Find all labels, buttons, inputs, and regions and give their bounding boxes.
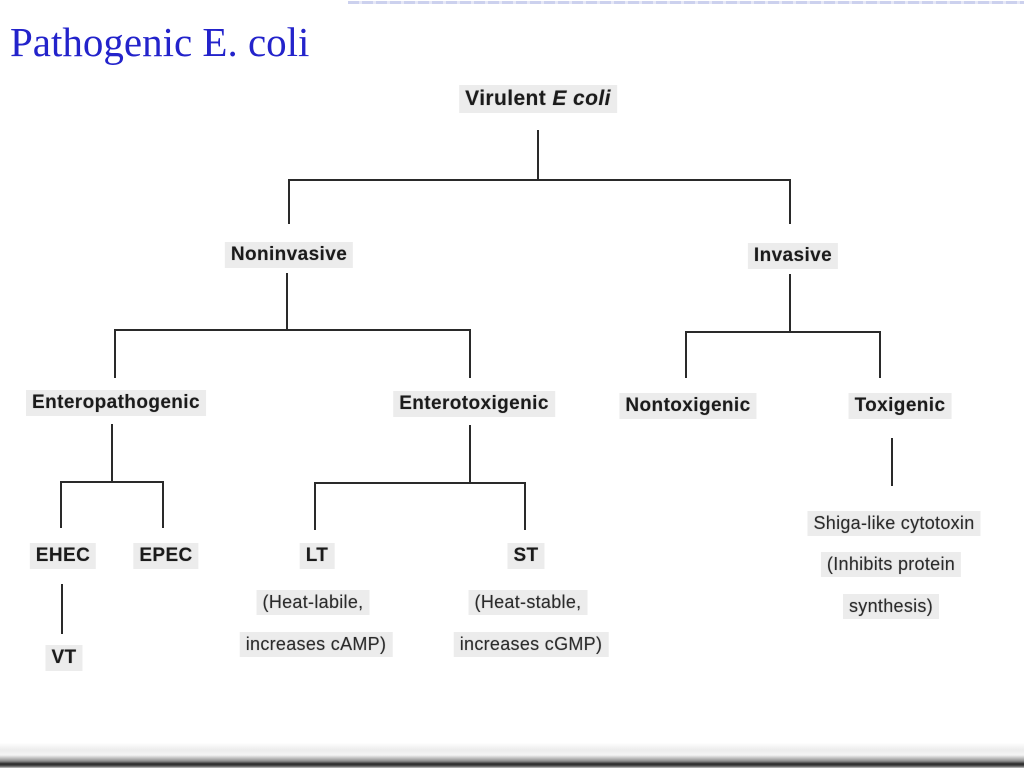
node-lt: LT: [299, 543, 335, 569]
node-enterotoxigenic: Enterotoxigenic: [393, 391, 555, 417]
edge-drop-nontoxigenic: [685, 331, 687, 378]
node-enteropathogenic: Enteropathogenic: [26, 390, 206, 416]
bottom-scan-edge: [0, 743, 1024, 768]
node-st: ST: [507, 543, 545, 569]
shiga-cytotoxin-line1: Shiga-like cytotoxin: [807, 511, 981, 536]
node-virulent-e-coli: Virulent E coli: [459, 85, 617, 113]
edge-ehec-vt-stem: [61, 584, 63, 634]
node-nontoxigenic: Nontoxigenic: [619, 393, 757, 419]
edge-drop-ehec: [60, 481, 62, 528]
edge-invasive-crossbar: [685, 331, 881, 333]
edge-drop-invasive: [789, 179, 791, 224]
node-invasive: Invasive: [747, 243, 839, 269]
edge-drop-epec: [162, 481, 164, 528]
edge-noninvasive-stem: [286, 273, 288, 330]
shiga-cytotoxin-line2: (Inhibits protein: [820, 552, 962, 577]
edge-enterotoxigenic-crossbar: [314, 482, 526, 484]
edge-enterotoxigenic-stem: [469, 425, 471, 483]
edge-enteropathogenic-stem: [111, 424, 113, 482]
edge-drop-enteropathogenic: [114, 329, 116, 378]
st-description-line2: increases cGMP): [453, 632, 609, 657]
edge-drop-toxigenic: [879, 331, 881, 378]
node-noninvasive: Noninvasive: [224, 242, 354, 268]
edge-root-stem: [537, 130, 539, 180]
node-toxigenic: Toxigenic: [848, 393, 952, 419]
node-epec: EPEC: [133, 543, 199, 569]
edge-noninvasive-crossbar: [114, 329, 471, 331]
node-ehec: EHEC: [29, 543, 97, 569]
edge-toxigenic-stem: [891, 438, 893, 486]
edge-drop-noninvasive: [288, 179, 290, 224]
edge-drop-enterotoxigenic: [469, 329, 471, 378]
lt-description-line2: increases cAMP): [239, 632, 393, 657]
edge-enteropathogenic-crossbar: [60, 481, 164, 483]
node-virulent-italic: E coli: [552, 87, 611, 110]
node-vt: VT: [45, 645, 83, 671]
edge-drop-lt: [314, 482, 316, 530]
top-rule: [348, 1, 1024, 4]
edge-invasive-stem: [789, 274, 791, 332]
edge-drop-st: [524, 482, 526, 530]
slide-title: Pathogenic E. coli: [10, 19, 310, 65]
lt-description-line1: (Heat-labile,: [256, 590, 370, 615]
st-description-line1: (Heat-stable,: [468, 590, 588, 615]
node-virulent-prefix: Virulent: [465, 87, 553, 110]
edge-level1-crossbar: [288, 179, 791, 181]
shiga-cytotoxin-line3: synthesis): [842, 594, 940, 619]
